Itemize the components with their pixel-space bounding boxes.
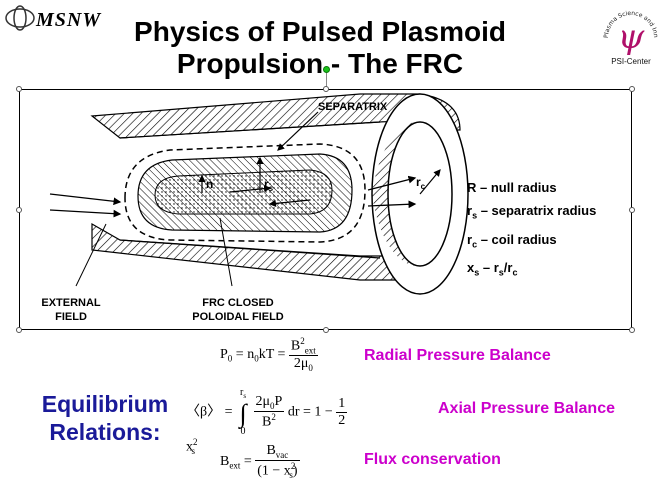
coil-bottom-wall: [91, 222, 411, 281]
slide-title-line1: Physics of Pulsed Plasmoid: [134, 16, 506, 47]
external-field-line2: FIELD: [55, 311, 87, 323]
flux-fraction: Bvac (1 − x2s): [255, 443, 300, 481]
slide-title[interactable]: Physics of Pulsed Plasmoid Propulsion - …: [80, 16, 560, 80]
msnw-logo: MSNW: [4, 4, 132, 32]
psi-symbol-icon: ψ: [618, 17, 645, 57]
flux-conservation-label[interactable]: Flux conservation: [364, 451, 501, 468]
external-field-label: EXTERNAL FIELD: [26, 296, 116, 324]
radial-pressure-equation[interactable]: P0 = n0kT = B2ext 2μ0: [220, 336, 318, 374]
equilibrium-heading-line1: Equilibrium: [41, 391, 169, 417]
msnw-emblem-icon: [5, 5, 35, 31]
rs-label: rs: [264, 177, 274, 193]
rc-label: rc: [416, 175, 426, 191]
separatrix-outline: [124, 143, 366, 243]
integral-sign: rs ∫ 0: [239, 387, 247, 437]
legend-coil-radius: rc – coil radius: [467, 231, 557, 250]
rotate-handle[interactable]: [323, 66, 330, 73]
resize-handle-bl[interactable]: [16, 327, 22, 333]
resize-handle-bm[interactable]: [323, 327, 329, 333]
radial-pressure-label[interactable]: Radial Pressure Balance: [364, 347, 551, 364]
half-fraction: 1 2: [336, 396, 348, 428]
psi-center-logo: Plasma Science and Innovation Center ψ P…: [598, 0, 662, 68]
flux-conservation-equation[interactable]: Bext = Bvac (1 − x2s): [220, 443, 300, 481]
frc-closed-field-label: FRC CLOSED POLOIDAL FIELD: [178, 296, 298, 324]
legend-separatrix-radius: rs – separatrix radius: [467, 203, 597, 221]
frc-closed-line2: POLOIDAL FIELD: [192, 311, 284, 323]
axial-fraction: 2μ0P B2: [253, 394, 285, 430]
resize-handle-tl[interactable]: [16, 86, 22, 92]
frc-diagram: SEPARATRIX n rs rc: [49, 93, 469, 295]
frc-core: [154, 169, 333, 215]
external-field-line1: EXTERNAL: [41, 297, 101, 309]
equilibrium-heading[interactable]: Equilibrium Relations:: [20, 390, 190, 446]
frc-closed-line1: FRC CLOSED: [202, 297, 274, 309]
resize-handle-mr[interactable]: [629, 207, 635, 213]
n-label: n: [206, 177, 213, 191]
axial-pressure-equation[interactable]: 〈β〉 = rs ∫ 0 2μ0P B2 dr = 1 − 1 2 x2s: [186, 387, 348, 457]
legend-null-radius: R – null radius: [467, 180, 557, 195]
rotate-handle-line: [326, 72, 327, 89]
resize-handle-br[interactable]: [629, 327, 635, 333]
slide-title-line2: Propulsion - The FRC: [176, 48, 464, 79]
legend-xs-ratio: xs – rs/rc: [467, 260, 518, 278]
psi-caption: PSI-Center: [611, 57, 651, 66]
frc-diagram-frame[interactable]: SEPARATRIX n rs rc EXTERNAL FIELD FRC CL…: [19, 89, 632, 330]
msnw-logo-text: MSNW: [36, 9, 102, 31]
resize-handle-tr[interactable]: [629, 86, 635, 92]
radial-fraction: B2ext 2μ0: [288, 336, 318, 374]
radius-legend: R – null radius rs – separatrix radius r…: [467, 176, 627, 285]
separatrix-label: SEPARATRIX: [318, 101, 388, 113]
resize-handle-ml[interactable]: [16, 207, 22, 213]
equilibrium-heading-line2: Relations:: [49, 419, 161, 445]
axial-pressure-label[interactable]: Axial Pressure Balance: [438, 400, 615, 417]
resize-handle-tm[interactable]: [323, 86, 329, 92]
psi-center-emblem-icon: Plasma Science and Innovation Center ψ P…: [598, 0, 659, 66]
